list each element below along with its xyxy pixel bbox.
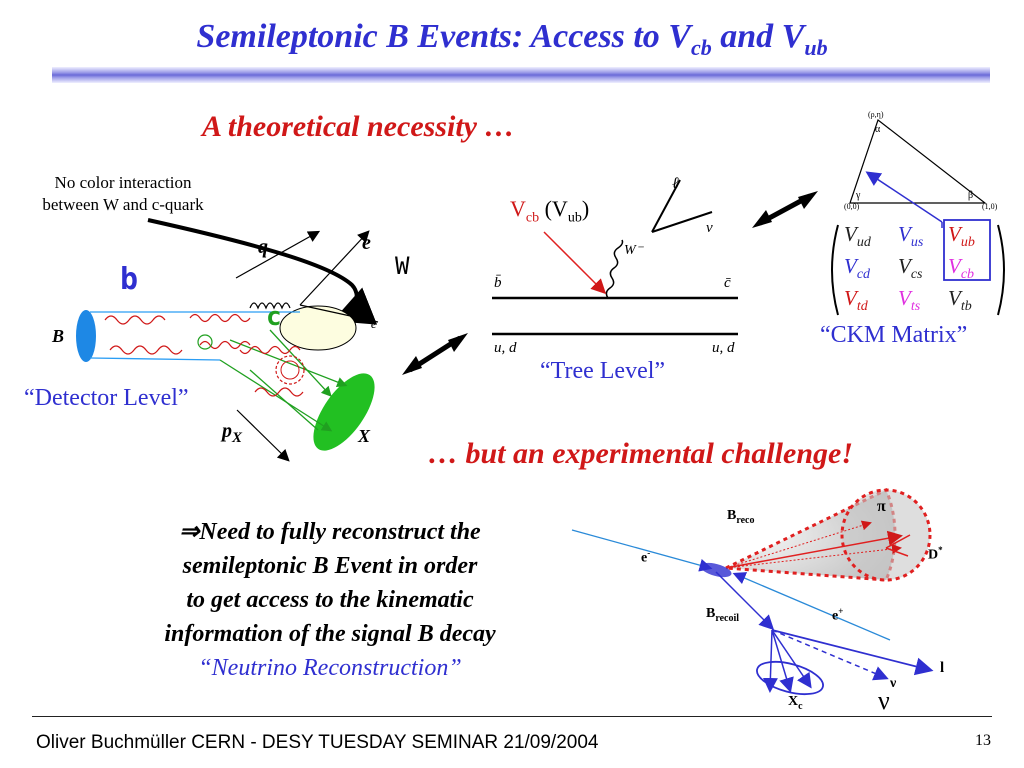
title-underline-bar: [52, 67, 990, 83]
b-reco-label: Breco: [727, 508, 755, 526]
ckm-element-cb: Vcb: [948, 254, 975, 283]
q-label: q: [258, 236, 268, 258]
ckm-matrix-brackets: [831, 219, 1005, 316]
bullet-line-4: information of the signal B decay: [164, 621, 496, 647]
ckm-matrix-caption: “CKM Matrix”: [820, 322, 968, 348]
ckm-element-cd: Vcd: [844, 254, 871, 283]
b-quark-label: b: [120, 262, 139, 297]
xc-label: Xc: [788, 694, 803, 712]
w-boson-label: W: [395, 252, 410, 280]
footer-text: Oliver Buchmüller CERN - DESY TUESDAY SE…: [36, 732, 599, 753]
detector-level-caption: “Detector Level”: [24, 385, 189, 411]
electron-label: e: [362, 232, 371, 254]
gamma-label: γ: [856, 190, 861, 201]
triangle-right-label: (1,0): [982, 202, 998, 211]
bullet-line-3: to get access to the kinematic: [186, 587, 474, 613]
lepton-label: ℓ: [672, 175, 679, 192]
beta-label: β: [968, 190, 974, 201]
b-bar-label: b̄: [494, 275, 502, 291]
b-meson-label: B: [52, 326, 65, 346]
e-minus-label: e-: [641, 548, 651, 566]
ckm-element-ub: Vub: [948, 222, 975, 251]
heading-experimental-challenge: … but an experimental challenge!: [428, 437, 854, 470]
triangle-origin-label: (0,0): [844, 202, 860, 211]
event-display: [571, 487, 934, 696]
ckm-element-td: Vtd: [844, 286, 868, 315]
triangle-apex-label: (ρ,η): [868, 110, 884, 119]
nu-label: ν: [706, 220, 713, 236]
note-pointer-line: [147, 218, 378, 325]
unitarity-triangle: [849, 119, 987, 228]
detector-level-diagram: [76, 218, 379, 462]
c-bar-label: c̄: [724, 275, 731, 291]
reconstruction-bullet: ⇒Need to fully reconstruct the semilepto…: [80, 515, 580, 685]
bullet-line-2: semileptonic B Event in order: [182, 553, 478, 579]
ud-right-label: u, d: [712, 340, 735, 356]
ckm-element-cs: Vcs: [898, 254, 923, 283]
ckm-element-us: Vus: [898, 222, 924, 251]
page-number: 13: [975, 732, 991, 749]
px-label: pX: [222, 420, 243, 446]
double-arrow-left: [402, 333, 468, 375]
d-star-label: D*: [928, 545, 943, 563]
ckm-element-ud: Vud: [844, 222, 871, 251]
slide-title: Semileptonic B Events: Access to Vcb and…: [196, 18, 828, 60]
ckm-element-ts: Vts: [898, 286, 921, 315]
b-meson-blob: [76, 310, 96, 362]
lepton-event-label: l: [940, 660, 945, 676]
tree-level-diagram: [492, 179, 738, 336]
bullet-line-1: ⇒Need to fully reconstruct the: [179, 519, 481, 545]
c-quark-label: c: [266, 302, 282, 332]
w-minus-label: W⁻: [624, 243, 644, 258]
vcb-label: Vcb (Vub): [510, 196, 590, 226]
c-quark-circle: [279, 305, 357, 351]
alpha-label: α: [875, 124, 881, 135]
ckm-element-tb: Vtb: [948, 286, 972, 315]
tree-level-caption: “Tree Level”: [540, 358, 666, 384]
e-plus-label: e+: [832, 606, 844, 624]
b-recoil-label: Brecoil: [706, 606, 740, 624]
nu-small-label: ν: [890, 676, 897, 691]
bullet-line-5: “Neutrino Reconstruction”: [198, 655, 462, 681]
nu-big-label: ν: [878, 686, 890, 715]
ud-left-label: u, d: [494, 340, 517, 356]
heading-theoretical-necessity: A theoretical necessity …: [202, 110, 515, 143]
neutrino-label: νe: [362, 306, 377, 331]
pi-label: π: [877, 498, 886, 515]
footer-divider: [32, 716, 992, 717]
double-arrow-right: [752, 191, 818, 228]
x-system-label: X: [358, 426, 371, 446]
